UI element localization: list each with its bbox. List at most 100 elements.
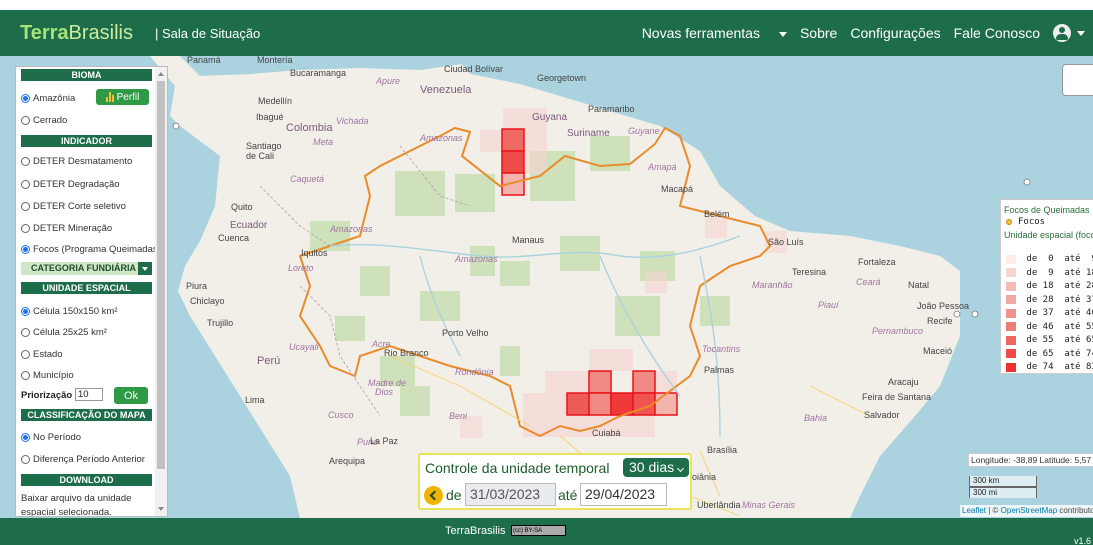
page-subtitle: | Sala de Situação [155,25,261,41]
map-label-iquitos: Iquitos [301,248,328,258]
temporal-control: Controle da unidade temporal 30 dias de … [418,453,692,510]
map-label-apure: Apure [375,76,400,86]
country-borders [259,145,471,417]
map-legend: Focos de Queimadas Focos Unidade espacia… [1000,199,1093,374]
map-label-pernambuco: Pernambuco [872,326,923,336]
fire-grid-high [501,128,678,416]
legend-swatch [1006,335,1016,345]
to-label: até [558,487,578,503]
map-label-meta: Meta [313,137,333,147]
radio-unit-25[interactable]: Célula 25x25 km² [21,327,107,338]
map-label-manaus: Manaus [512,235,545,245]
radio-class-periodo[interactable]: No Período [21,432,81,443]
map-label-goiania: Goiânia [685,472,716,482]
period-select[interactable]: 30 dias [623,458,689,477]
map-label-bucaramanga: Bucaramanga [290,68,346,78]
radio-unit-municipio[interactable]: Município [21,370,74,381]
download-text-1[interactable]: Baixar arquivo da unidade [21,493,132,504]
map-label-bahia: Bahia [804,413,827,423]
download-text-2[interactable]: espacial selecionada. [21,507,112,517]
map-label-ciudad-bolivar: Ciudad Bolívar [444,64,503,74]
cc-license-badge[interactable]: (cc) BY-SA [511,525,566,536]
caribbean-water [180,56,462,76]
map-label-rio-branco: Rio Branco [384,348,429,358]
user-menu[interactable] [1053,24,1085,42]
from-label: de [446,487,462,503]
footer-brand[interactable]: TerraBrasilis [445,525,506,537]
nav-contact[interactable]: Fale Conosco [953,25,1040,41]
attrib-rest: contributors [1059,506,1093,515]
map-label-acre: Acre [371,339,391,349]
back-arrow-icon[interactable] [424,486,443,505]
brand-part1: Terra [20,21,69,44]
map-label-piaui: Piauí [818,300,840,310]
map-label-ecuador: Ecuador [230,220,268,231]
map-label-amazonas-br: Amazonas [454,254,498,264]
section-categoria[interactable]: CATEGORIA FUNDIÁRIA [21,262,152,275]
side-panel-scrollbar[interactable] [155,67,167,516]
legend-swatch [1006,254,1016,264]
map-label-palmas: Palmas [704,365,735,375]
legend-row: de 65 até 74 [1006,349,1093,359]
radio-unit-estado[interactable]: Estado [21,349,63,360]
top-margin [0,0,1093,10]
map-label-madre: Madre de [368,378,406,388]
map-search-box[interactable] [1062,64,1093,96]
legend-row: de 46 até 55 [1006,322,1093,332]
section-classificacao: CLASSIFICAÇÃO DO MAPA [21,409,152,421]
nav-tools-dropdown[interactable]: Novas ferramentas [642,25,787,41]
map-label-amazonas-co: Amazonas [419,133,463,143]
map-label-colombia: Colombia [286,122,333,134]
radio-ind-desmatamento[interactable]: DETER Desmatamento [21,156,132,167]
radio-selected-icon [21,245,30,254]
map-label-medellin: Medellín [258,96,292,106]
radio-bioma-amazonia[interactable]: Amazônia [21,93,75,104]
amazon-biome-boundary [298,126,772,438]
map-label-chiclayo: Chiclayo [190,296,225,306]
nav-settings[interactable]: Configurações [850,25,941,41]
map-label-cusco: Cusco [328,410,354,420]
map-label-porto-velho: Porto Velho [442,328,489,338]
leaflet-link[interactable]: Leaflet [962,506,987,515]
profile-button[interactable]: Perfil [96,89,149,105]
radio-bioma-cerrado[interactable]: Cerrado [21,115,67,126]
city-dots [172,122,1031,318]
legend-row-text: de 65 até 74 [1021,348,1093,359]
from-date-input[interactable]: 31/03/2023 [465,483,556,506]
map-label-puno: Puno [357,437,378,447]
map-label-natal: Natal [908,280,929,290]
map-label-ucayali: Ucayali [289,342,320,352]
map-attribution: Leaflet | © OpenStreetMap contributors [960,505,1093,517]
osm-link[interactable]: OpenStreetMap [1000,506,1058,515]
radio-empty-icon [21,157,30,166]
radio-empty-icon [21,224,30,233]
scroll-down-icon[interactable] [158,507,164,511]
radio-label: DETER Corte seletivo [33,201,126,212]
radio-selected-icon [21,307,30,316]
map-label-aracaju: Aracaju [888,377,919,387]
priorizacao-input[interactable]: 10 [75,388,103,401]
radio-class-diferenca[interactable]: Diferença Período Anterior [21,454,145,465]
radio-label: Cerrado [33,115,68,126]
ok-button[interactable]: Ok [114,387,148,404]
radio-ind-corte[interactable]: DETER Corte seletivo [21,201,126,212]
map-label-rondonia: Rondônia [455,367,494,377]
legend-row-text: de 46 até 55 [1021,321,1093,332]
radio-ind-focos[interactable]: Focos (Programa Queimadas) [21,244,161,255]
radio-ind-mineracao[interactable]: DETER Mineração [21,223,112,234]
chevron-down-icon [1077,30,1085,36]
chevron-down-icon[interactable] [138,262,152,275]
scroll-thumb[interactable] [157,81,165,469]
scroll-up-icon[interactable] [158,72,164,76]
nav-about[interactable]: Sobre [799,25,838,41]
radio-ind-degradacao[interactable]: DETER Degradação [21,179,120,190]
legend-row: de 28 até 37 [1006,295,1093,305]
map-label-amapa: Amapá [647,162,677,172]
map-label-brasilia: Brasília [707,445,737,455]
map-label-belem: Belém [704,209,730,219]
version-label: v1.6 [1073,536,1091,545]
to-date-input[interactable]: 29/04/2023 [580,483,667,506]
radio-unit-150[interactable]: Célula 150x150 km² [21,306,118,317]
nav-menu: Novas ferramentas Sobre Configurações Fa… [642,10,1093,56]
